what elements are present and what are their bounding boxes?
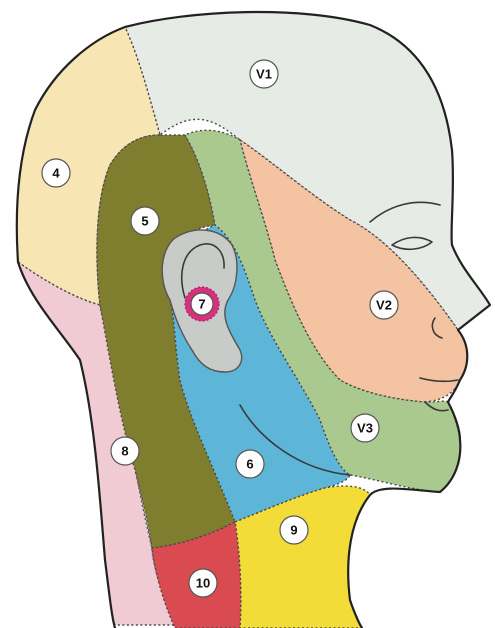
svg-text:V1: V1 (256, 67, 272, 82)
svg-text:10: 10 (196, 576, 210, 591)
svg-text:8: 8 (121, 444, 128, 459)
svg-text:V3: V3 (357, 421, 373, 436)
svg-text:5: 5 (141, 214, 148, 229)
label-v2: V2 (370, 291, 398, 319)
svg-text:V2: V2 (376, 298, 392, 313)
label-v3: V3 (351, 414, 379, 442)
label-10: 10 (189, 569, 217, 597)
label-5: 5 (131, 207, 159, 235)
svg-text:7: 7 (198, 297, 205, 312)
label-4: 4 (42, 159, 70, 187)
svg-text:4: 4 (52, 166, 60, 181)
svg-text:6: 6 (246, 457, 253, 472)
label-7: 7 (185, 287, 219, 321)
label-8: 8 (111, 437, 139, 465)
label-6: 6 (236, 450, 264, 478)
label-v1: V1 (250, 60, 278, 88)
svg-text:9: 9 (290, 523, 297, 538)
label-9: 9 (280, 516, 308, 544)
